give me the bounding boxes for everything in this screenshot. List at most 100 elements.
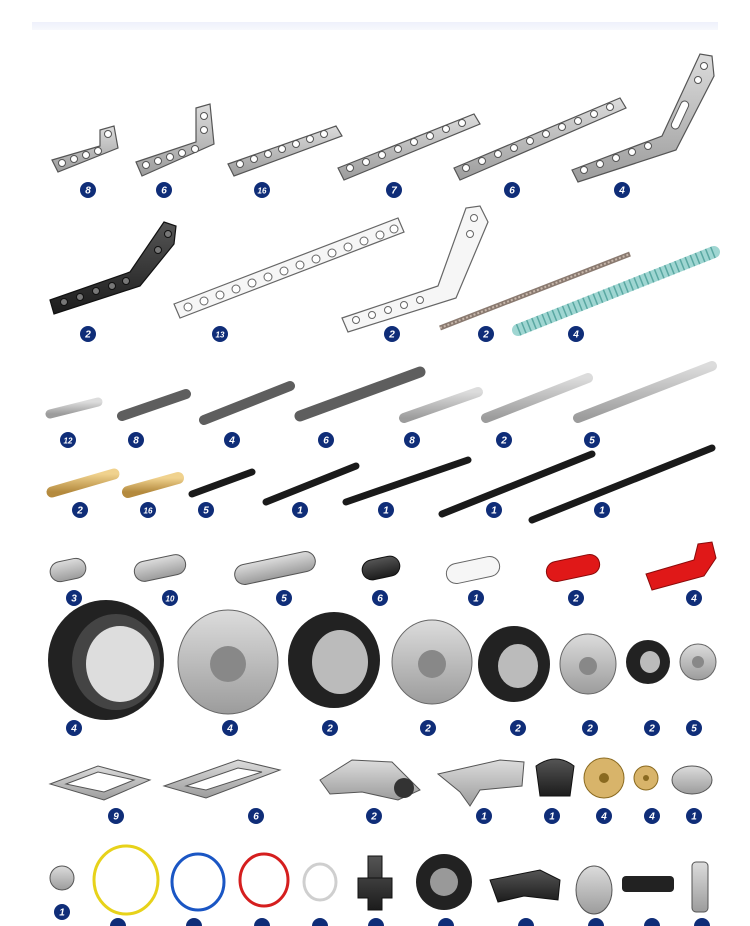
badge-circle [80,182,96,198]
part-spring [512,246,720,336]
qty-badge-short-beams-6: 2 [568,590,584,606]
badge-quantity: 4 [648,812,655,823]
badge-circle [366,808,382,824]
qty-badge-frames-gears-5: 1 [544,808,560,824]
qty-badge-frames-gears-2: 6 [248,808,264,824]
qty-badge-wheels-8: 5 [686,720,702,736]
badge-quantity: 4 [690,594,697,605]
part-bent-beam [571,53,715,183]
badge-quantity: 1 [59,908,65,919]
part-beam-9 [337,113,481,181]
badge-circle [198,502,214,518]
badge-circle [60,432,76,448]
badge-quantity: 10 [166,595,175,604]
badge-quantity: 6 [509,186,515,197]
badge-quantity: 2 [388,330,395,341]
qty-badge-axles-black-2: 16 [140,502,156,518]
badge-quantity: 1 [383,506,389,517]
qty-badge-beams-2-2: 13 [212,326,228,342]
qty-badge-axles-gray-6: 2 [496,432,512,448]
badge-circle [644,918,660,926]
axles-gray-row [45,361,717,425]
badge-circle [544,808,560,824]
badge-quantity: 2 [76,506,83,517]
qty-badge-axles-black-7: 1 [594,502,610,518]
badge-circle [588,918,604,926]
qty-badge-frames-gears-7: 4 [644,808,660,824]
qty-badge-beams-2-5: 4 [568,326,584,342]
badge-circle [72,502,88,518]
badge-quantity: 2 [572,594,579,605]
badge-circle [186,918,202,926]
badge-circle [584,432,600,448]
badge-circle [322,720,338,736]
badge-circle [108,808,124,824]
part-l-beam [135,103,215,177]
part-bent-beam-white [341,205,489,333]
badge-circle [254,182,270,198]
badge-circle [212,326,228,342]
badge-quantity: 2 [84,330,91,341]
qty-badge-beams-3: 16 [254,182,270,198]
badge-circle [276,590,292,606]
part-l-beam-small [51,125,119,173]
badge-circle [386,182,402,198]
qty-badge-short-beams-2: 10 [162,590,178,606]
badge-circle [372,590,388,606]
badge-circle [312,918,328,926]
badge-circle [568,590,584,606]
badge-circle [254,918,270,926]
qty-badge-frames-gears-1: 9 [108,808,124,824]
badge-circle [66,720,82,736]
badge-circle [404,432,420,448]
badge-circle [156,182,172,198]
qty-badge-axles-gray-2: 8 [128,432,144,448]
badge-circle [54,904,70,920]
qty-badge-frames-gears-6: 4 [596,808,612,824]
badge-circle [222,720,238,736]
badge-circle [384,326,400,342]
qty-badge-misc-6 [368,918,384,926]
qty-badge-misc-5 [312,918,328,926]
qty-badge-misc-9 [588,918,604,926]
badge-quantity: 5 [203,506,209,517]
qty-badge-beams-2-3: 2 [384,326,400,342]
qty-badge-short-beams-7: 4 [686,590,702,606]
badge-circle [476,808,492,824]
badge-quantity: 16 [144,507,153,516]
qty-badge-beams-4: 7 [386,182,402,198]
badge-quantity: 2 [370,812,377,823]
badge-quantity: 2 [482,330,489,341]
wheels-row [48,600,717,720]
badge-quantity: 8 [133,436,139,447]
qty-badge-beams-2: 6 [156,182,172,198]
top-banner-strip [32,22,718,30]
qty-badge-axles-black-1: 2 [72,502,88,518]
badge-circle [582,720,598,736]
qty-badge-misc-4 [254,918,270,926]
badge-quantity: 1 [691,812,697,823]
qty-badge-short-beams-1: 3 [66,590,82,606]
badge-quantity: 1 [599,506,605,517]
badge-circle [504,182,520,198]
misc-row [49,844,709,916]
badge-quantity: 8 [85,186,91,197]
qty-badge-wheels-7: 2 [644,720,660,736]
badge-circle [644,720,660,736]
qty-badge-axles-black-4: 1 [292,502,308,518]
part-beam-15-white [173,217,405,319]
badge-circle [568,326,584,342]
part-bent-beam-black [49,221,177,315]
qty-badge-axles-black-5: 1 [378,502,394,518]
badge-quantity: 1 [297,506,303,517]
badge-circle [478,326,494,342]
badge-quantity: 1 [491,506,497,517]
badge-circle [510,720,526,736]
badge-circle [596,808,612,824]
badge-circle [368,918,384,926]
badge-quantity: 2 [326,724,333,735]
badge-quantity: 4 [618,186,625,197]
badge-circle [686,720,702,736]
